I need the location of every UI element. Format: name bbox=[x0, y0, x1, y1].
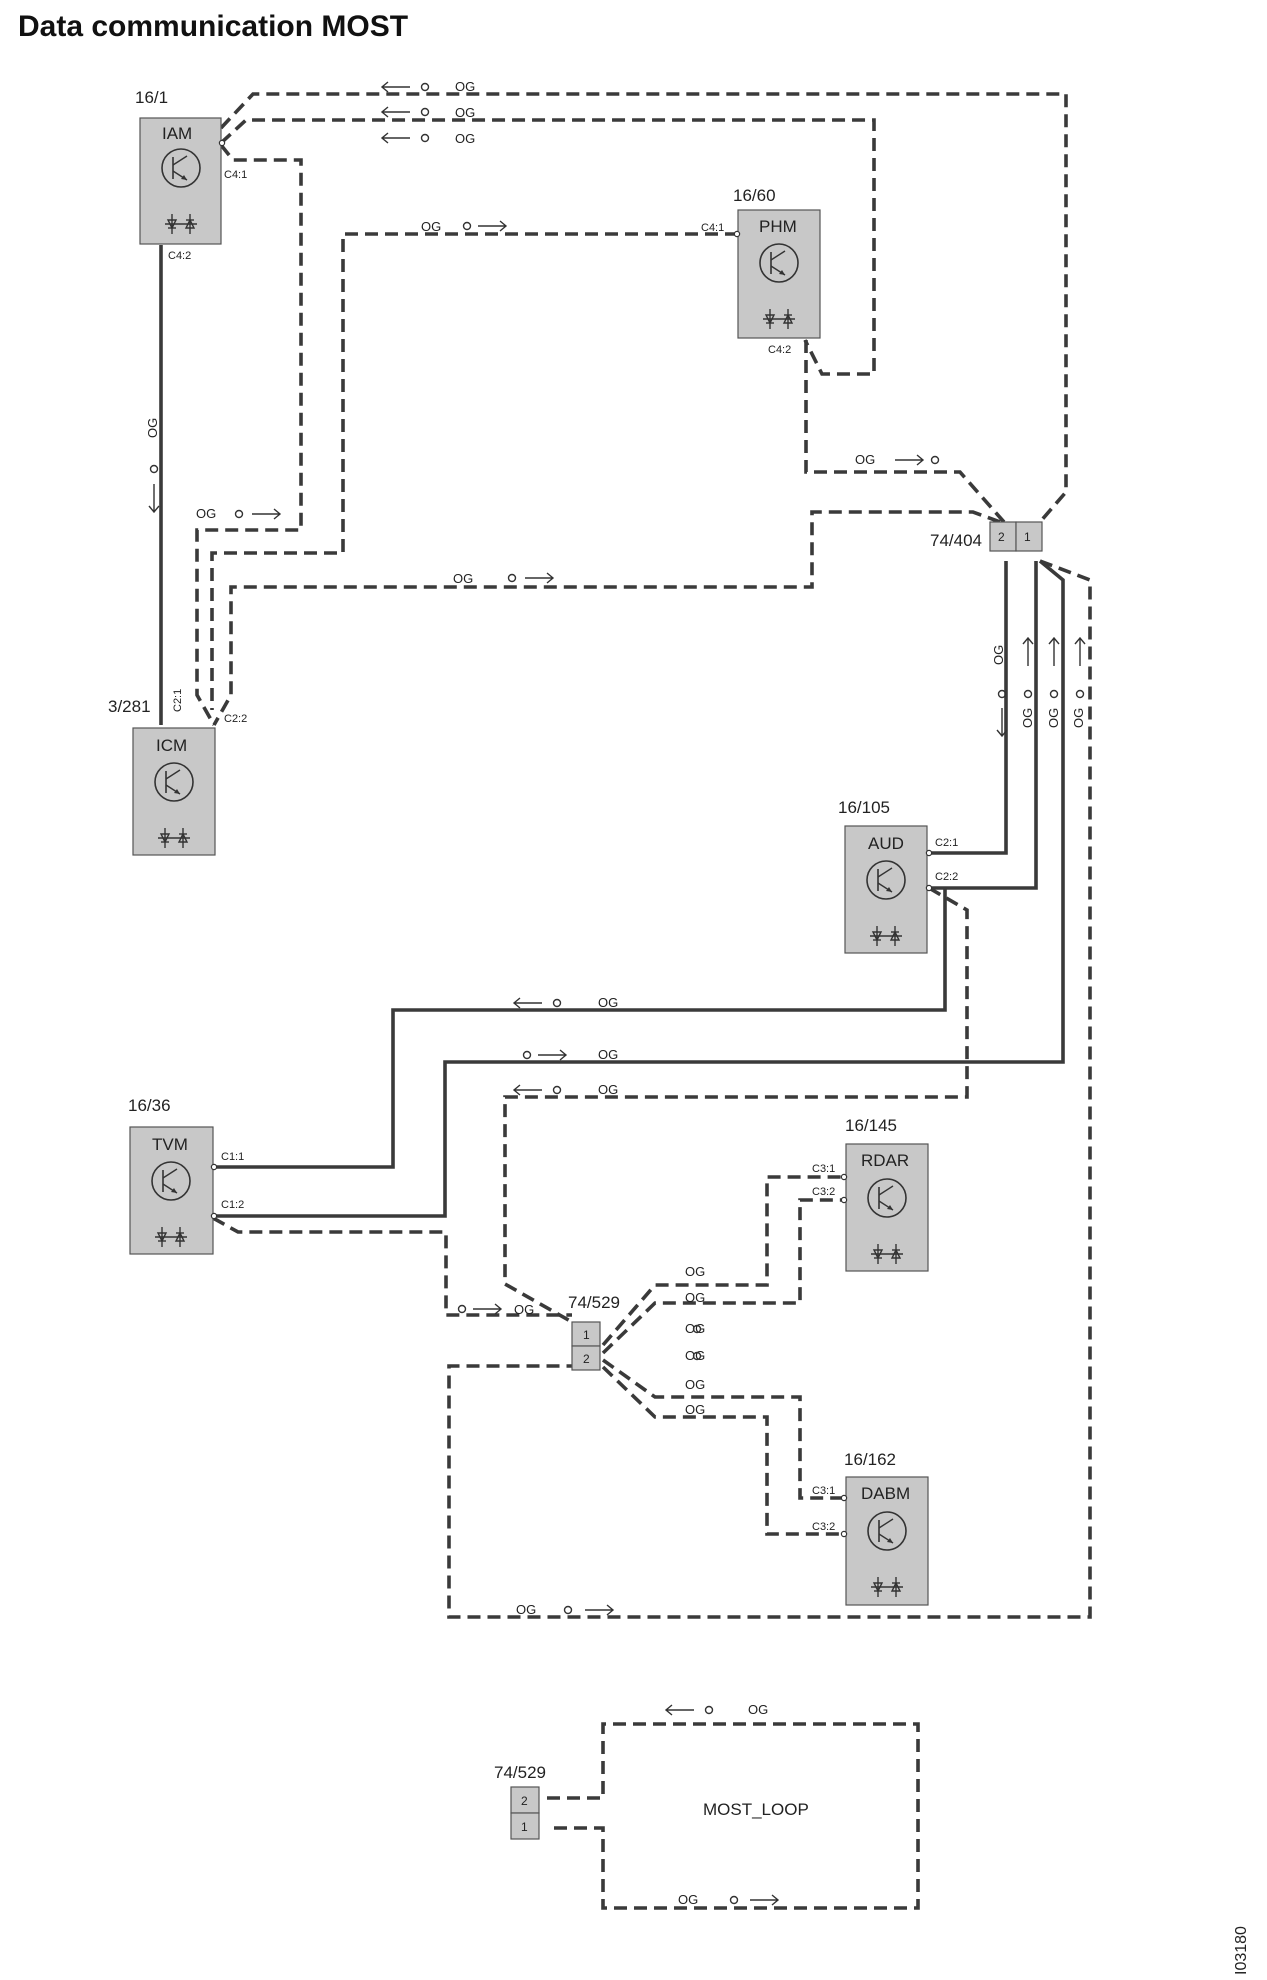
wire-iam-c404-top bbox=[219, 92, 1068, 524]
pin-label: C3:1 bbox=[812, 1163, 835, 1175]
module-iam: 16/1 IAM C4:1 C4:2 bbox=[135, 88, 247, 262]
og-label: OG bbox=[516, 1602, 536, 1617]
connector-ref: 74/529 bbox=[568, 1293, 620, 1312]
module-phm: 16/60 PHM C4:1 C4:2 bbox=[701, 186, 821, 356]
og-label: OG bbox=[598, 995, 618, 1010]
og-label: OG bbox=[453, 571, 473, 586]
pin-label: C3:1 bbox=[812, 1485, 835, 1497]
og-label: OG bbox=[685, 1377, 705, 1392]
og-label: OG bbox=[855, 452, 875, 467]
module-name: ICM bbox=[156, 736, 187, 755]
connector-cell: 2 bbox=[583, 1352, 590, 1366]
pin-label: C4:2 bbox=[768, 344, 791, 356]
og-label: OG bbox=[421, 219, 441, 234]
pin-label: C3:2 bbox=[812, 1521, 835, 1533]
pin-label: C4:2 bbox=[168, 250, 191, 262]
wire-c404-icm bbox=[212, 510, 1001, 726]
module-ref: 16/1 bbox=[135, 88, 168, 107]
pin-label: C3:2 bbox=[812, 1186, 835, 1198]
og-label: OG bbox=[455, 79, 475, 94]
og-label: OG bbox=[145, 418, 160, 438]
connector-cell: 1 bbox=[521, 1820, 528, 1834]
wire-aud-c529 bbox=[503, 886, 969, 1324]
module-name: RDAR bbox=[861, 1151, 909, 1170]
connector-74-529-loop: 74/529 2 1 bbox=[494, 1763, 546, 1840]
og-label: OG bbox=[598, 1047, 618, 1062]
pin-label: C2:1 bbox=[935, 837, 958, 849]
og-label: OG bbox=[685, 1402, 705, 1417]
module-ref: 3/281 bbox=[108, 697, 151, 716]
og-label: OG bbox=[685, 1348, 705, 1363]
wire-loop-top bbox=[547, 1722, 920, 1910]
connector-74-529: 74/529 1 2 bbox=[568, 1293, 620, 1371]
connector-cell: 1 bbox=[1024, 530, 1031, 544]
wire-c529-dabm-1 bbox=[601, 1358, 843, 1500]
wire-c529-rdar-2 bbox=[601, 1198, 843, 1355]
module-ref: 16/60 bbox=[733, 186, 776, 205]
pin-label: C4:1 bbox=[224, 169, 247, 181]
og-label: OG bbox=[514, 1302, 534, 1317]
og-label: OG bbox=[455, 131, 475, 146]
module-icm: 3/281 ICM C2:1 C2:2 bbox=[108, 689, 247, 856]
pin-label: C4:1 bbox=[701, 222, 724, 234]
connector-74-404: 74/404 2 1 bbox=[930, 521, 1043, 552]
signal-markers bbox=[148, 81, 1086, 1906]
module-ref: 16/162 bbox=[844, 1450, 896, 1469]
pin-label: C1:1 bbox=[221, 1151, 244, 1163]
module-ref: 16/105 bbox=[838, 798, 890, 817]
module-name: PHM bbox=[759, 217, 797, 236]
wire-phm-icm bbox=[210, 232, 738, 710]
loop-label: MOST_LOOP bbox=[703, 1800, 809, 1819]
wire-c404-tvm bbox=[213, 559, 1065, 1218]
og-label: OG bbox=[1020, 708, 1035, 728]
wire-c529-rdar-1 bbox=[601, 1175, 843, 1347]
og-label: OG bbox=[455, 105, 475, 120]
og-label: OG bbox=[1071, 708, 1086, 728]
pin-label: C1:2 bbox=[221, 1199, 244, 1211]
wire-tvm-c529 bbox=[212, 1216, 572, 1317]
pin-terminals bbox=[210, 139, 933, 1538]
wire-iam-phm-loop bbox=[219, 118, 876, 376]
module-ref: 16/36 bbox=[128, 1096, 171, 1115]
module-name: IAM bbox=[162, 124, 192, 143]
wire-aud-c404-2 bbox=[929, 561, 1008, 855]
page-title: Data communication MOST bbox=[18, 10, 408, 43]
wire-aud-tvm bbox=[213, 888, 947, 1169]
og-label: OG bbox=[748, 1702, 768, 1717]
wire-phm-c404 bbox=[804, 340, 1006, 524]
og-label: OG bbox=[678, 1892, 698, 1907]
figure-id: I03180 bbox=[1233, 1926, 1250, 1975]
pin-label: C2:2 bbox=[224, 713, 247, 725]
module-dabm: 16/162 DABM C3:1 C3:2 bbox=[812, 1450, 929, 1606]
og-label: OG bbox=[598, 1082, 618, 1097]
connector-ref: 74/529 bbox=[494, 1763, 546, 1782]
og-label: OG bbox=[685, 1290, 705, 1305]
module-name: TVM bbox=[152, 1135, 188, 1154]
og-label: OG bbox=[685, 1321, 705, 1336]
wire-c529-dabm-2 bbox=[601, 1365, 843, 1536]
og-label: OG bbox=[685, 1264, 705, 1279]
connector-cell: 2 bbox=[998, 530, 1005, 544]
module-ref: 16/145 bbox=[845, 1116, 897, 1135]
module-tvm: 16/36 TVM C1:1 C1:2 bbox=[128, 1096, 244, 1255]
connector-ref: 74/404 bbox=[930, 531, 982, 550]
pin-label: C2:2 bbox=[935, 871, 958, 883]
module-name: AUD bbox=[868, 834, 904, 853]
module-name: DABM bbox=[861, 1484, 910, 1503]
connector-cell: 2 bbox=[521, 1794, 528, 1808]
module-rdar: 16/145 RDAR C3:1 C3:2 bbox=[812, 1116, 929, 1272]
wire-color-labels: OG OG OG OG OG OG OG OG OG OG OG OG OG O… bbox=[145, 79, 1086, 1907]
wire-c404-loop bbox=[447, 559, 1092, 1619]
og-label: OG bbox=[991, 645, 1006, 665]
wire-iam-icm bbox=[195, 143, 303, 726]
module-aud: 16/105 AUD C2:1 C2:2 bbox=[838, 798, 958, 954]
connector-cell: 1 bbox=[583, 1328, 590, 1342]
og-label: OG bbox=[1046, 708, 1061, 728]
wire-aud-c404-1 bbox=[929, 561, 1038, 890]
og-label: OG bbox=[196, 506, 216, 521]
pin-label: C2:1 bbox=[172, 689, 184, 712]
